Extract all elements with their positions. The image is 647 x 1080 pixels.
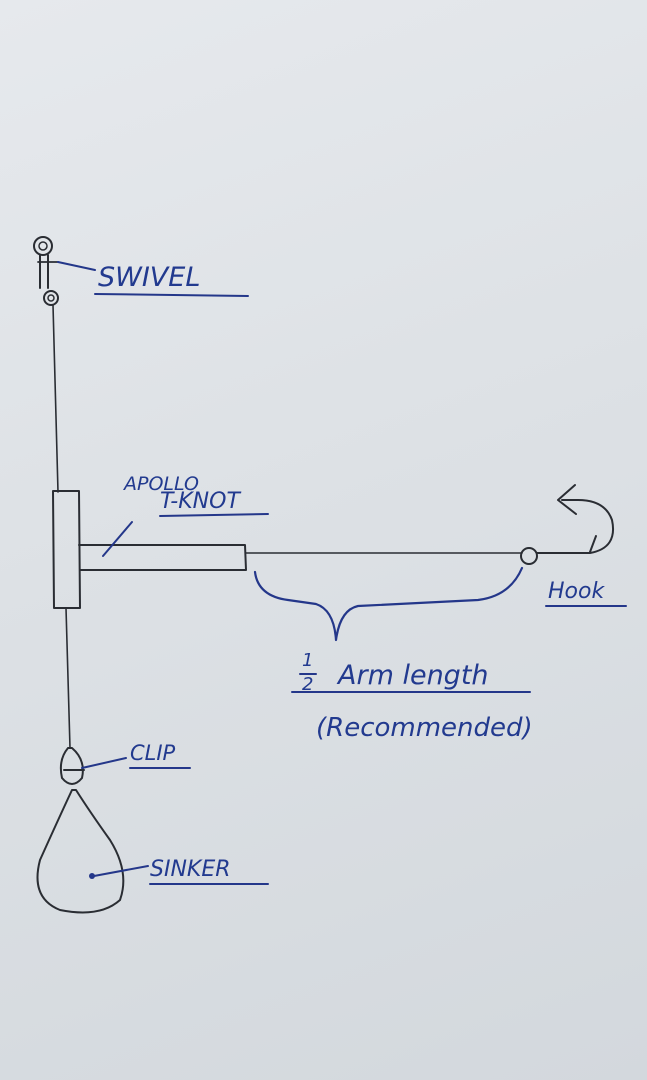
t-knot-underline — [159, 513, 269, 517]
arm-length-label: Arm length — [336, 660, 489, 691]
sinker-drawing — [36, 789, 125, 914]
length-brace — [253, 566, 524, 642]
main-line-lower — [65, 607, 71, 749]
clip-pointer — [81, 757, 127, 769]
swivel-label: SWIVEL — [98, 262, 200, 293]
fraction-denominator: 2 — [302, 674, 313, 695]
swivel-pointer — [57, 261, 96, 271]
swivel-underline — [94, 293, 249, 297]
hook-drawing — [536, 484, 614, 554]
t-knot-arm — [78, 544, 247, 571]
hook-bead — [520, 547, 538, 565]
sinker-dot — [89, 873, 95, 879]
hook-label: Hook — [548, 579, 605, 604]
sinker-pointer — [93, 865, 149, 877]
fraction-numerator: 1 — [302, 650, 313, 671]
t-knot-vertical — [52, 490, 81, 609]
apollo-label: APOLLO — [122, 473, 199, 495]
swivel-drawing — [33, 236, 59, 306]
clip-label: CLIP — [130, 741, 176, 765]
t-knot-label: T-KNOT — [160, 489, 241, 514]
sinker-label: SINKER — [150, 857, 231, 882]
t-knot-pointer — [102, 521, 133, 557]
clip-drawing — [59, 747, 85, 785]
recommended-label: (Recommended) — [316, 713, 533, 743]
main-line-upper — [52, 304, 59, 493]
